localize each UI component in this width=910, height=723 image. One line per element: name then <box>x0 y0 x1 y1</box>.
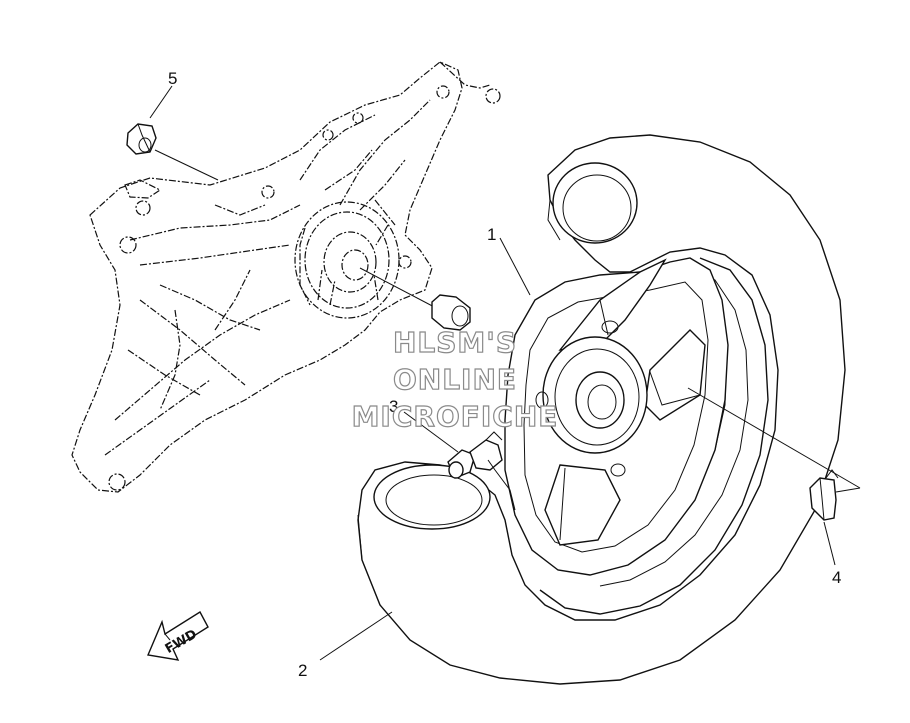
axle-axis-line <box>359 267 441 311</box>
leader-line-4 <box>823 521 836 566</box>
balance-weight-part-4[interactable] <box>809 469 839 521</box>
tire-part-2[interactable] <box>357 134 846 685</box>
fwd-arrow-icon: FWD <box>147 611 209 661</box>
leader-line-5 <box>154 149 219 181</box>
label-part-4: 4 <box>832 568 841 587</box>
leader-line-1 <box>499 237 531 296</box>
wheel-part-1[interactable] <box>504 257 729 576</box>
pointer-line-4a <box>687 387 861 489</box>
pointer-line-4b <box>835 487 861 493</box>
label-part-1: 1 <box>487 225 496 244</box>
watermark-line-2: ONLINE <box>393 363 517 396</box>
leader-line-3 <box>403 411 459 453</box>
spacer-collar[interactable] <box>431 294 471 331</box>
leader-line-2 <box>319 611 393 661</box>
watermark-line-3: MICROFICHE <box>352 400 559 433</box>
watermark-line-1: HLSM'S <box>393 326 517 359</box>
valve-part-3[interactable] <box>447 431 516 511</box>
watermark: HLSM'S ONLINE MICROFICHE <box>351 325 559 433</box>
label-part-3: 3 <box>389 397 398 416</box>
label-part-2: 2 <box>298 661 307 680</box>
nut-part-5[interactable] <box>126 123 157 155</box>
leader-line-5b <box>149 85 173 119</box>
label-part-5: 5 <box>168 69 177 88</box>
